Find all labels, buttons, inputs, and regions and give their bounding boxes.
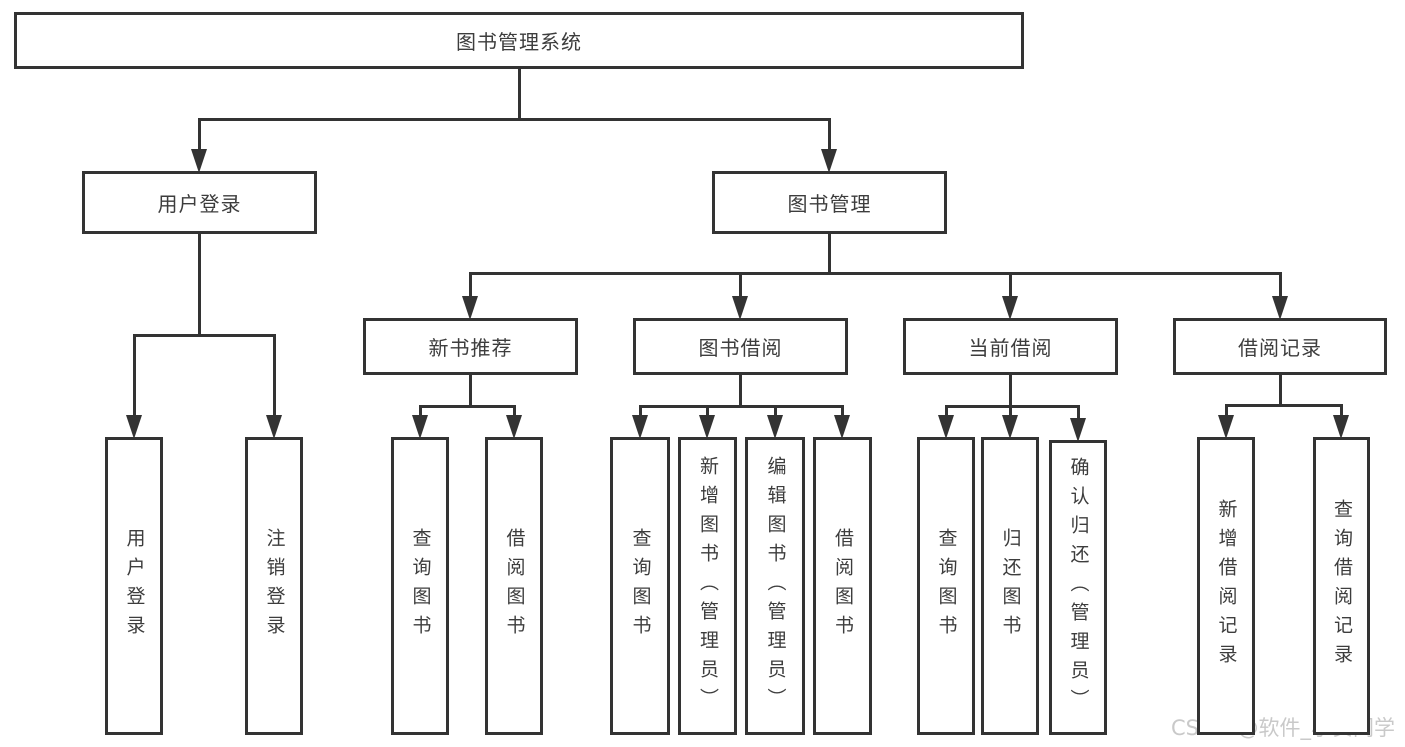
node-leaf-logout: 注销登录	[245, 437, 303, 735]
connector-line	[705, 406, 709, 415]
node-user-login: 用户登录	[82, 171, 317, 234]
connector-line	[944, 404, 1080, 408]
connector-line	[827, 234, 831, 273]
connector-line	[1224, 403, 1343, 407]
arrow-down-icon	[938, 415, 954, 439]
node-borrow-records: 借阅记录	[1173, 318, 1387, 375]
node-label: 确认归还（管理员）	[1067, 457, 1090, 718]
arrow-down-icon	[1333, 415, 1349, 439]
arrow-down-icon	[1272, 296, 1288, 320]
arrow-down-icon	[126, 415, 142, 439]
node-new-book-recommend: 新书推荐	[363, 318, 578, 375]
connector-line	[1278, 273, 1282, 296]
node-label: 新增图书（管理员）	[697, 455, 719, 717]
node-label: 借阅图书	[503, 528, 526, 644]
connector-line	[1076, 406, 1080, 418]
connector-line	[512, 406, 516, 415]
node-label: 查询图书	[935, 528, 958, 644]
arrow-down-icon	[462, 296, 478, 320]
node-label: 查询借阅记录	[1331, 499, 1353, 673]
connector-line	[944, 406, 948, 415]
node-label: 图书管理	[787, 192, 872, 216]
node-label: 图书管理系统	[456, 30, 582, 54]
arrow-down-icon	[767, 415, 783, 439]
arrow-down-icon	[821, 149, 837, 173]
node-leaf-add-books-admin: 新增图书（管理员）	[678, 437, 737, 735]
arrow-down-icon	[412, 415, 428, 439]
connector-line	[468, 273, 472, 296]
node-label: 查询图书	[409, 528, 432, 644]
node-label: 借阅记录	[1238, 336, 1322, 360]
node-label: 图书借阅	[698, 336, 783, 360]
connector-line	[272, 335, 276, 415]
arrow-down-icon	[732, 296, 748, 320]
node-label: 归还图书	[999, 528, 1022, 644]
node-label: 用户登录	[123, 528, 146, 644]
node-book-management: 图书管理	[712, 171, 947, 234]
node-label: 当前借阅	[968, 336, 1053, 360]
node-label: 注销登录	[263, 528, 286, 644]
node-label: 用户登录	[157, 192, 242, 216]
node-book-borrow: 图书借阅	[633, 318, 848, 375]
arrow-down-icon	[266, 415, 282, 439]
connector-line	[197, 234, 201, 335]
arrow-down-icon	[1070, 418, 1086, 442]
node-leaf-user-login: 用户登录	[105, 437, 163, 735]
connector-line	[197, 119, 201, 149]
connector-line	[468, 375, 472, 406]
node-label: 借阅图书	[832, 528, 854, 644]
connector-line	[638, 404, 844, 408]
node-leaf-borrow-books-2: 借阅图书	[813, 437, 872, 735]
arrow-down-icon	[1002, 415, 1018, 439]
arrow-down-icon	[834, 415, 850, 439]
node-label: 查询图书	[629, 528, 652, 644]
connector-line	[773, 406, 777, 415]
node-leaf-return-books: 归还图书	[981, 437, 1039, 735]
connector-line	[1008, 375, 1012, 406]
node-leaf-query-books-1: 查询图书	[391, 437, 449, 735]
node-current-borrow: 当前借阅	[903, 318, 1118, 375]
node-leaf-query-books-2: 查询图书	[610, 437, 670, 735]
connector-line	[738, 375, 742, 406]
node-label: 新增借阅记录	[1215, 499, 1238, 673]
connector-line	[738, 273, 742, 296]
arrow-down-icon	[1002, 296, 1018, 320]
node-leaf-query-books-3: 查询图书	[917, 437, 975, 735]
node-leaf-borrow-books-1: 借阅图书	[485, 437, 543, 735]
connector-line	[827, 119, 831, 149]
connector-line	[1008, 273, 1012, 296]
connector-line	[517, 69, 521, 119]
connector-line	[840, 406, 844, 415]
arrow-down-icon	[506, 415, 522, 439]
connector-line	[1224, 405, 1228, 415]
arrow-down-icon	[191, 149, 207, 173]
connector-line	[418, 404, 516, 408]
node-label: 新书推荐	[428, 336, 513, 360]
connector-line	[132, 335, 136, 415]
connector-line	[197, 117, 831, 121]
arrow-down-icon	[632, 415, 648, 439]
connector-line	[1339, 405, 1343, 415]
arrow-down-icon	[699, 415, 715, 439]
connector-line	[468, 271, 1282, 275]
connector-line	[1008, 406, 1012, 415]
connector-line	[1278, 375, 1282, 405]
connector-line	[418, 406, 422, 415]
arrow-down-icon	[1218, 415, 1234, 439]
node-leaf-confirm-return-admin: 确认归还（管理员）	[1049, 440, 1107, 735]
node-leaf-edit-books-admin: 编辑图书（管理员）	[745, 437, 805, 735]
node-label: 编辑图书（管理员）	[764, 455, 787, 717]
node-leaf-query-borrow-record: 查询借阅记录	[1313, 437, 1370, 735]
node-leaf-add-borrow-record: 新增借阅记录	[1197, 437, 1255, 735]
connector-line	[132, 333, 276, 337]
node-root: 图书管理系统	[14, 12, 1024, 69]
connector-line	[638, 406, 642, 415]
